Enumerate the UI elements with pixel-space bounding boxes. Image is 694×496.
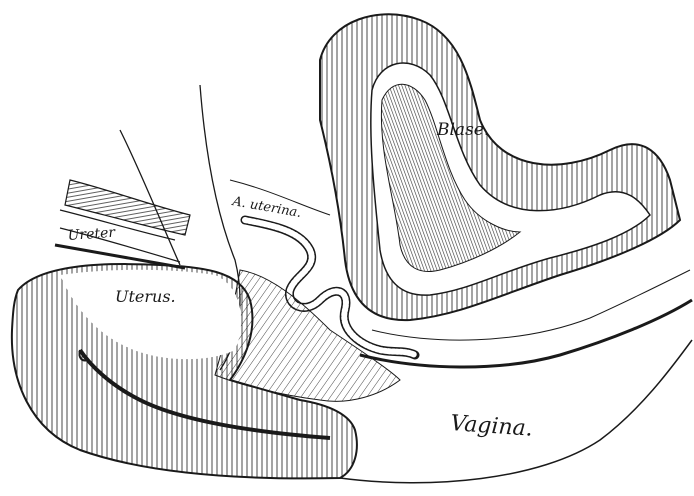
label-ureter: Ureter bbox=[67, 225, 117, 244]
bladder-wall bbox=[320, 14, 680, 320]
label-artery: A. uterina. bbox=[230, 194, 302, 221]
label-vagina: Vagina. bbox=[450, 411, 534, 442]
ureter bbox=[55, 180, 190, 268]
label-bladder: Blase. bbox=[436, 120, 489, 140]
label-uterus: Uterus. bbox=[115, 287, 176, 306]
